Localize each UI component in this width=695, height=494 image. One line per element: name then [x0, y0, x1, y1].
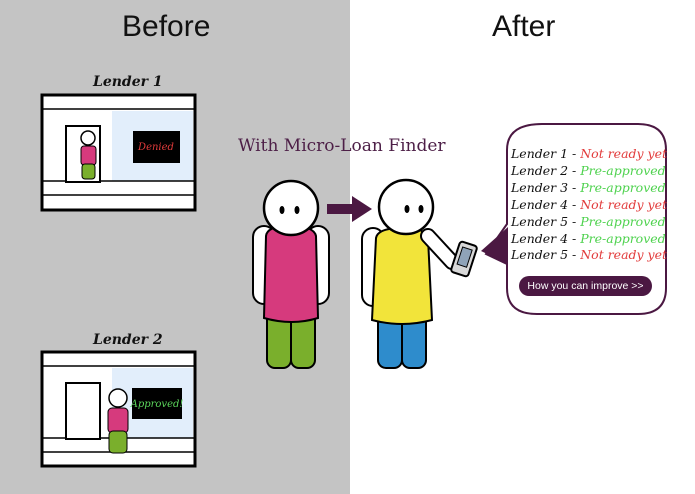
lender2-sign-text: Approved! [130, 399, 184, 410]
lender-name: Lender 3 [511, 179, 569, 195]
results-bubble [481, 123, 667, 315]
lender2-label: Lender 2 [93, 332, 163, 348]
after-character [361, 178, 478, 369]
lender2-office: Approved! [40, 350, 197, 468]
lender-result-row: Lender 5 - Pre-approved [511, 213, 666, 229]
lender-result-row: Lender 4 - Pre-approved [511, 230, 666, 246]
tagline: With Micro-Loan Finder [238, 136, 446, 156]
lender-results-list: Lender 1 - Not ready yet Lender 2 - Pre-… [511, 146, 667, 264]
how-you-can-improve-button[interactable]: How you can improve >> [519, 276, 652, 296]
lender-status: Pre-approved [580, 230, 666, 246]
lender-result-row: Lender 5 - Not ready yet [511, 247, 668, 263]
phone-icon [450, 240, 478, 278]
lender-name: Lender 4 [511, 230, 569, 246]
right-arrow-icon [327, 196, 372, 222]
lender-status: Not ready yet [580, 196, 668, 212]
after-heading: After [492, 10, 556, 43]
lender-result-row: Lender 3 - Pre-approved [511, 179, 666, 195]
lender-status: Not ready yet [580, 247, 668, 263]
lender2-customer [107, 388, 129, 454]
lender-name: Lender 2 [511, 162, 569, 178]
lender1-sign [133, 131, 180, 163]
lender-name: Lender 5 [511, 213, 569, 229]
lender2-sign [132, 388, 182, 419]
before-heading: Before [122, 10, 211, 43]
lender-status: Not ready yet [580, 146, 668, 161]
lender-name: Lender 4 [511, 196, 569, 212]
lender1-label: Lender 1 [93, 74, 163, 90]
lender-status: Pre-approved [580, 162, 666, 178]
lender1-office: Denied [40, 93, 197, 212]
lender-status: Pre-approved [580, 179, 666, 195]
lender-result-row: Lender 4 - Not ready yet [511, 196, 668, 212]
lender1-customer [80, 130, 97, 180]
lender-result-row: Lender 2 - Pre-approved [511, 162, 666, 178]
before-character [252, 179, 330, 369]
lender-name: Lender 5 [511, 247, 569, 263]
lender1-sign-text: Denied [137, 142, 174, 153]
lender-result-row: Lender 1 - Not ready yet [511, 146, 668, 161]
lender-name: Lender 1 [511, 146, 569, 161]
lender-status: Pre-approved [580, 213, 666, 229]
